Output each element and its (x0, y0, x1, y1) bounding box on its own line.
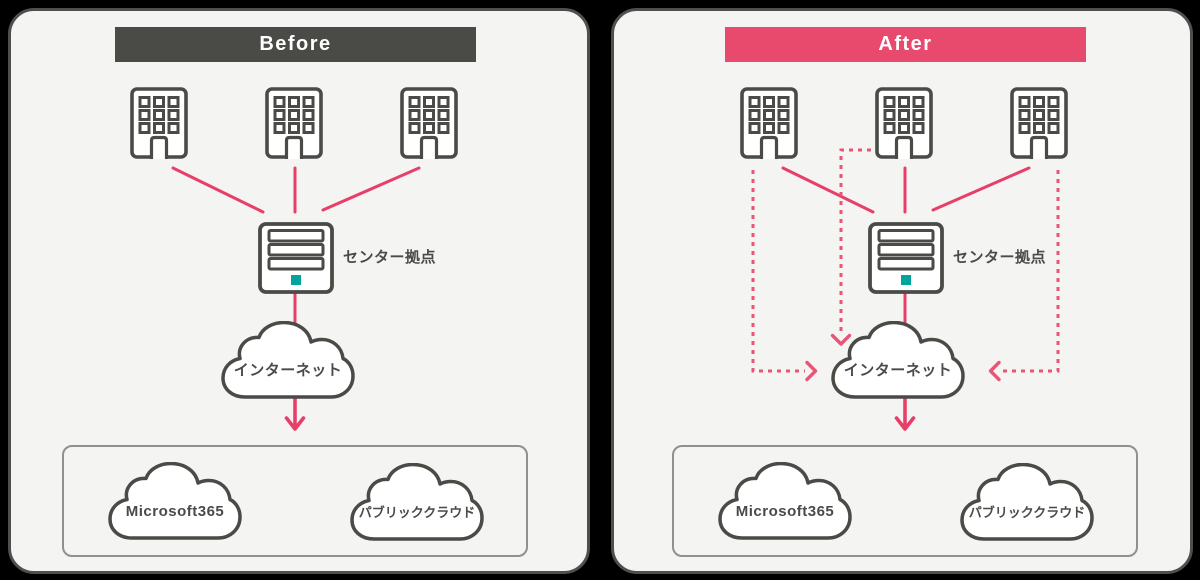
building-icon (875, 87, 933, 159)
before-header: Before (115, 27, 476, 62)
public-cloud-label: パブリッククラウド (968, 505, 1086, 520)
after-header-title: After (878, 33, 933, 55)
internet-down-arrow (894, 397, 916, 431)
server-icon (258, 222, 334, 294)
building-icon (1010, 87, 1068, 159)
internet-cloud-icon (831, 321, 965, 399)
after-header: After (725, 27, 1086, 62)
internet-label: インターネット (233, 362, 343, 379)
internet-down-arrow (284, 397, 306, 431)
public-cloud-label: パブリッククラウド (358, 505, 476, 520)
internet-label: インターネット (843, 362, 953, 379)
building-icon (740, 87, 798, 159)
server-icon (868, 222, 944, 294)
microsoft365-cloud-icon (108, 462, 242, 540)
microsoft365-label: Microsoft365 (125, 503, 225, 520)
before-header-title: Before (259, 33, 332, 55)
server-label: センター拠点 (343, 249, 437, 266)
internet-cloud-icon (221, 321, 355, 399)
microsoft365-cloud-icon (718, 462, 852, 540)
after-panel: After (611, 8, 1193, 574)
public-cloud-icon (350, 463, 484, 541)
server-label: センター拠点 (953, 249, 1047, 266)
building-icon (400, 87, 458, 159)
building-icon (265, 87, 323, 159)
building-icon (130, 87, 188, 159)
microsoft365-label: Microsoft365 (735, 503, 835, 520)
public-cloud-icon (960, 463, 1094, 541)
before-panel: Before (8, 8, 590, 574)
